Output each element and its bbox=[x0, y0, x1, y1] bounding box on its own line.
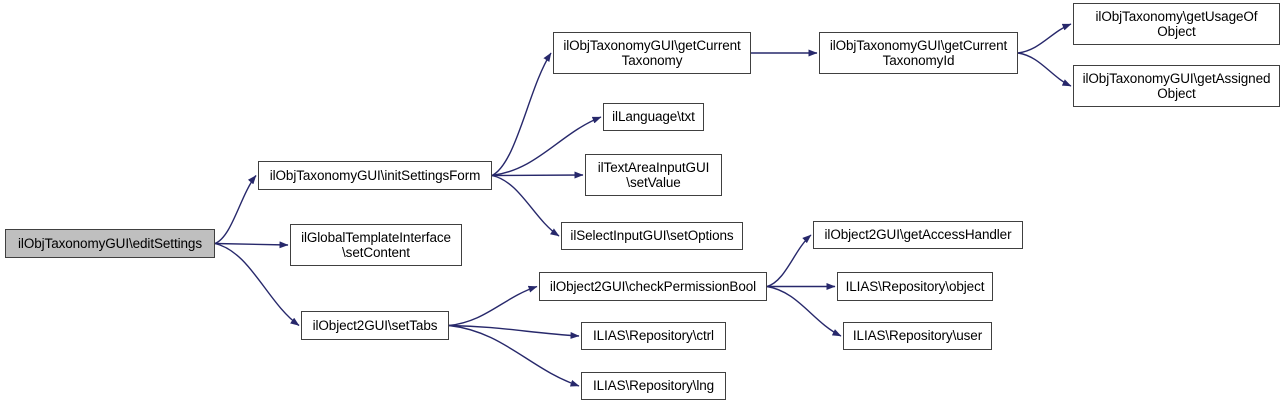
graph-node-label: ilObject2GUI\setTabs bbox=[312, 317, 438, 333]
graph-edge-editSettings-to-setTabs bbox=[214, 242, 300, 327]
graph-node-label: ilSelectInputGUI\setOptions bbox=[570, 228, 734, 244]
graph-node-getAccessHandler[interactable]: ilObject2GUI\getAccessHandler bbox=[813, 221, 1023, 249]
graph-node-setValue[interactable]: ilTextAreaInputGUI \setValue bbox=[585, 154, 722, 196]
graph-edge-getCurrentTaxonomyId-to-getAssignedObject bbox=[1017, 52, 1072, 87]
graph-edge-checkPermissionBool-to-repoUser bbox=[766, 285, 842, 337]
graph-node-setTabs[interactable]: ilObject2GUI\setTabs bbox=[301, 311, 449, 340]
graph-edge-initSettingsForm-to-getCurrentTaxonomy bbox=[491, 52, 552, 177]
graph-node-label: ilGlobalTemplateInterface \setContent bbox=[301, 229, 451, 260]
graph-node-label: ilObject2GUI\checkPermissionBool bbox=[549, 278, 757, 294]
graph-node-getCurrentTaxonomyId[interactable]: ilObjTaxonomyGUI\getCurrent TaxonomyId bbox=[819, 32, 1018, 74]
graph-node-label: ILIAS\Repository\user bbox=[852, 328, 983, 344]
graph-edge-setTabs-to-repoLng bbox=[448, 324, 580, 387]
graph-node-label: ilObjTaxonomyGUI\getCurrent TaxonomyId bbox=[829, 37, 1008, 68]
graph-node-label: ilObjTaxonomyGUI\initSettingsForm bbox=[269, 167, 481, 183]
graph-node-getUsageOfObject[interactable]: ilObjTaxonomy\getUsageOf Object bbox=[1073, 3, 1280, 45]
graph-node-label: ilObjTaxonomyGUI\editSettings bbox=[18, 235, 202, 251]
graph-node-label: ILIAS\Repository\lng bbox=[592, 378, 715, 394]
graph-node-setContent[interactable]: ilGlobalTemplateInterface \setContent bbox=[290, 224, 462, 266]
graph-node-repoUser[interactable]: ILIAS\Repository\user bbox=[843, 322, 992, 350]
graph-edge-editSettings-to-setContent bbox=[214, 241, 289, 249]
graph-edge-setTabs-to-checkPermissionBool bbox=[448, 285, 538, 327]
graph-node-checkPermissionBool[interactable]: ilObject2GUI\checkPermissionBool bbox=[539, 272, 767, 301]
graph-edge-checkPermissionBool-to-getAccessHandler bbox=[766, 234, 812, 288]
graph-node-label: ILIAS\Repository\ctrl bbox=[593, 328, 714, 344]
graph-node-repoObject[interactable]: ILIAS\Repository\object bbox=[837, 272, 993, 301]
graph-edge-getCurrentTaxonomyId-to-getUsageOfObject bbox=[1017, 23, 1072, 54]
graph-node-label: ILIAS\Repository\object bbox=[845, 278, 985, 294]
graph-node-setOptions[interactable]: ilSelectInputGUI\setOptions bbox=[561, 222, 743, 250]
graph-node-repoLng[interactable]: ILIAS\Repository\lng bbox=[581, 372, 726, 400]
graph-node-label: ilObject2GUI\getAccessHandler bbox=[824, 227, 1012, 243]
graph-node-label: ilObjTaxonomyGUI\getAssigned Object bbox=[1082, 70, 1271, 101]
graph-edge-initSettingsForm-to-setValue bbox=[491, 171, 584, 179]
graph-edge-setTabs-to-repoCtrl bbox=[448, 324, 580, 339]
graph-node-getAssignedObject[interactable]: ilObjTaxonomyGUI\getAssigned Object bbox=[1073, 65, 1280, 107]
graph-node-getCurrentTaxonomy[interactable]: ilObjTaxonomyGUI\getCurrent Taxonomy bbox=[553, 32, 751, 74]
graph-node-label: ilObjTaxonomyGUI\getCurrent Taxonomy bbox=[563, 37, 741, 68]
graph-edge-initSettingsForm-to-setOptions bbox=[491, 174, 560, 237]
graph-edge-editSettings-to-initSettingsForm bbox=[214, 175, 257, 245]
graph-node-label: ilLanguage\txt bbox=[612, 109, 695, 125]
graph-node-editSettings[interactable]: ilObjTaxonomyGUI\editSettings bbox=[5, 229, 215, 258]
graph-node-initSettingsForm[interactable]: ilObjTaxonomyGUI\initSettingsForm bbox=[258, 161, 492, 190]
graph-node-label: ilTextAreaInputGUI \setValue bbox=[597, 159, 710, 190]
graph-node-label: ilObjTaxonomy\getUsageOf Object bbox=[1095, 8, 1258, 39]
graph-node-ilLanguageTxt[interactable]: ilLanguage\txt bbox=[603, 103, 704, 131]
graph-node-repoCtrl[interactable]: ILIAS\Repository\ctrl bbox=[581, 322, 726, 350]
